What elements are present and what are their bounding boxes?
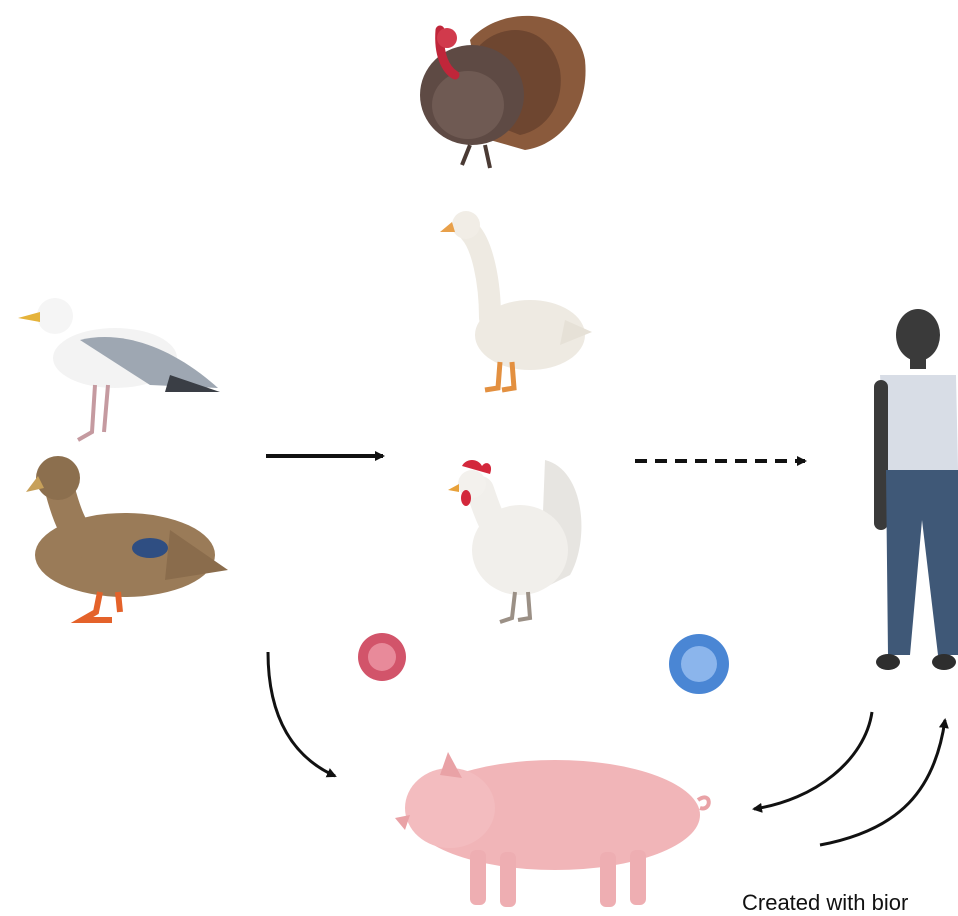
goose-icon	[440, 211, 592, 390]
chicken-icon	[448, 460, 581, 622]
virus-blue-icon	[669, 634, 729, 694]
seagull-icon	[18, 298, 220, 440]
duck-icon	[26, 456, 228, 620]
turkey-icon	[420, 16, 586, 168]
arrow-pig-to-human	[820, 720, 945, 845]
arrow-human-to-pig	[754, 712, 872, 809]
virus-red-icon	[358, 633, 406, 681]
pig-icon	[395, 752, 709, 907]
arrow-wild-birds-to-pig	[268, 652, 335, 776]
credit-text: Created with bior	[742, 890, 908, 916]
human-icon	[874, 309, 958, 670]
